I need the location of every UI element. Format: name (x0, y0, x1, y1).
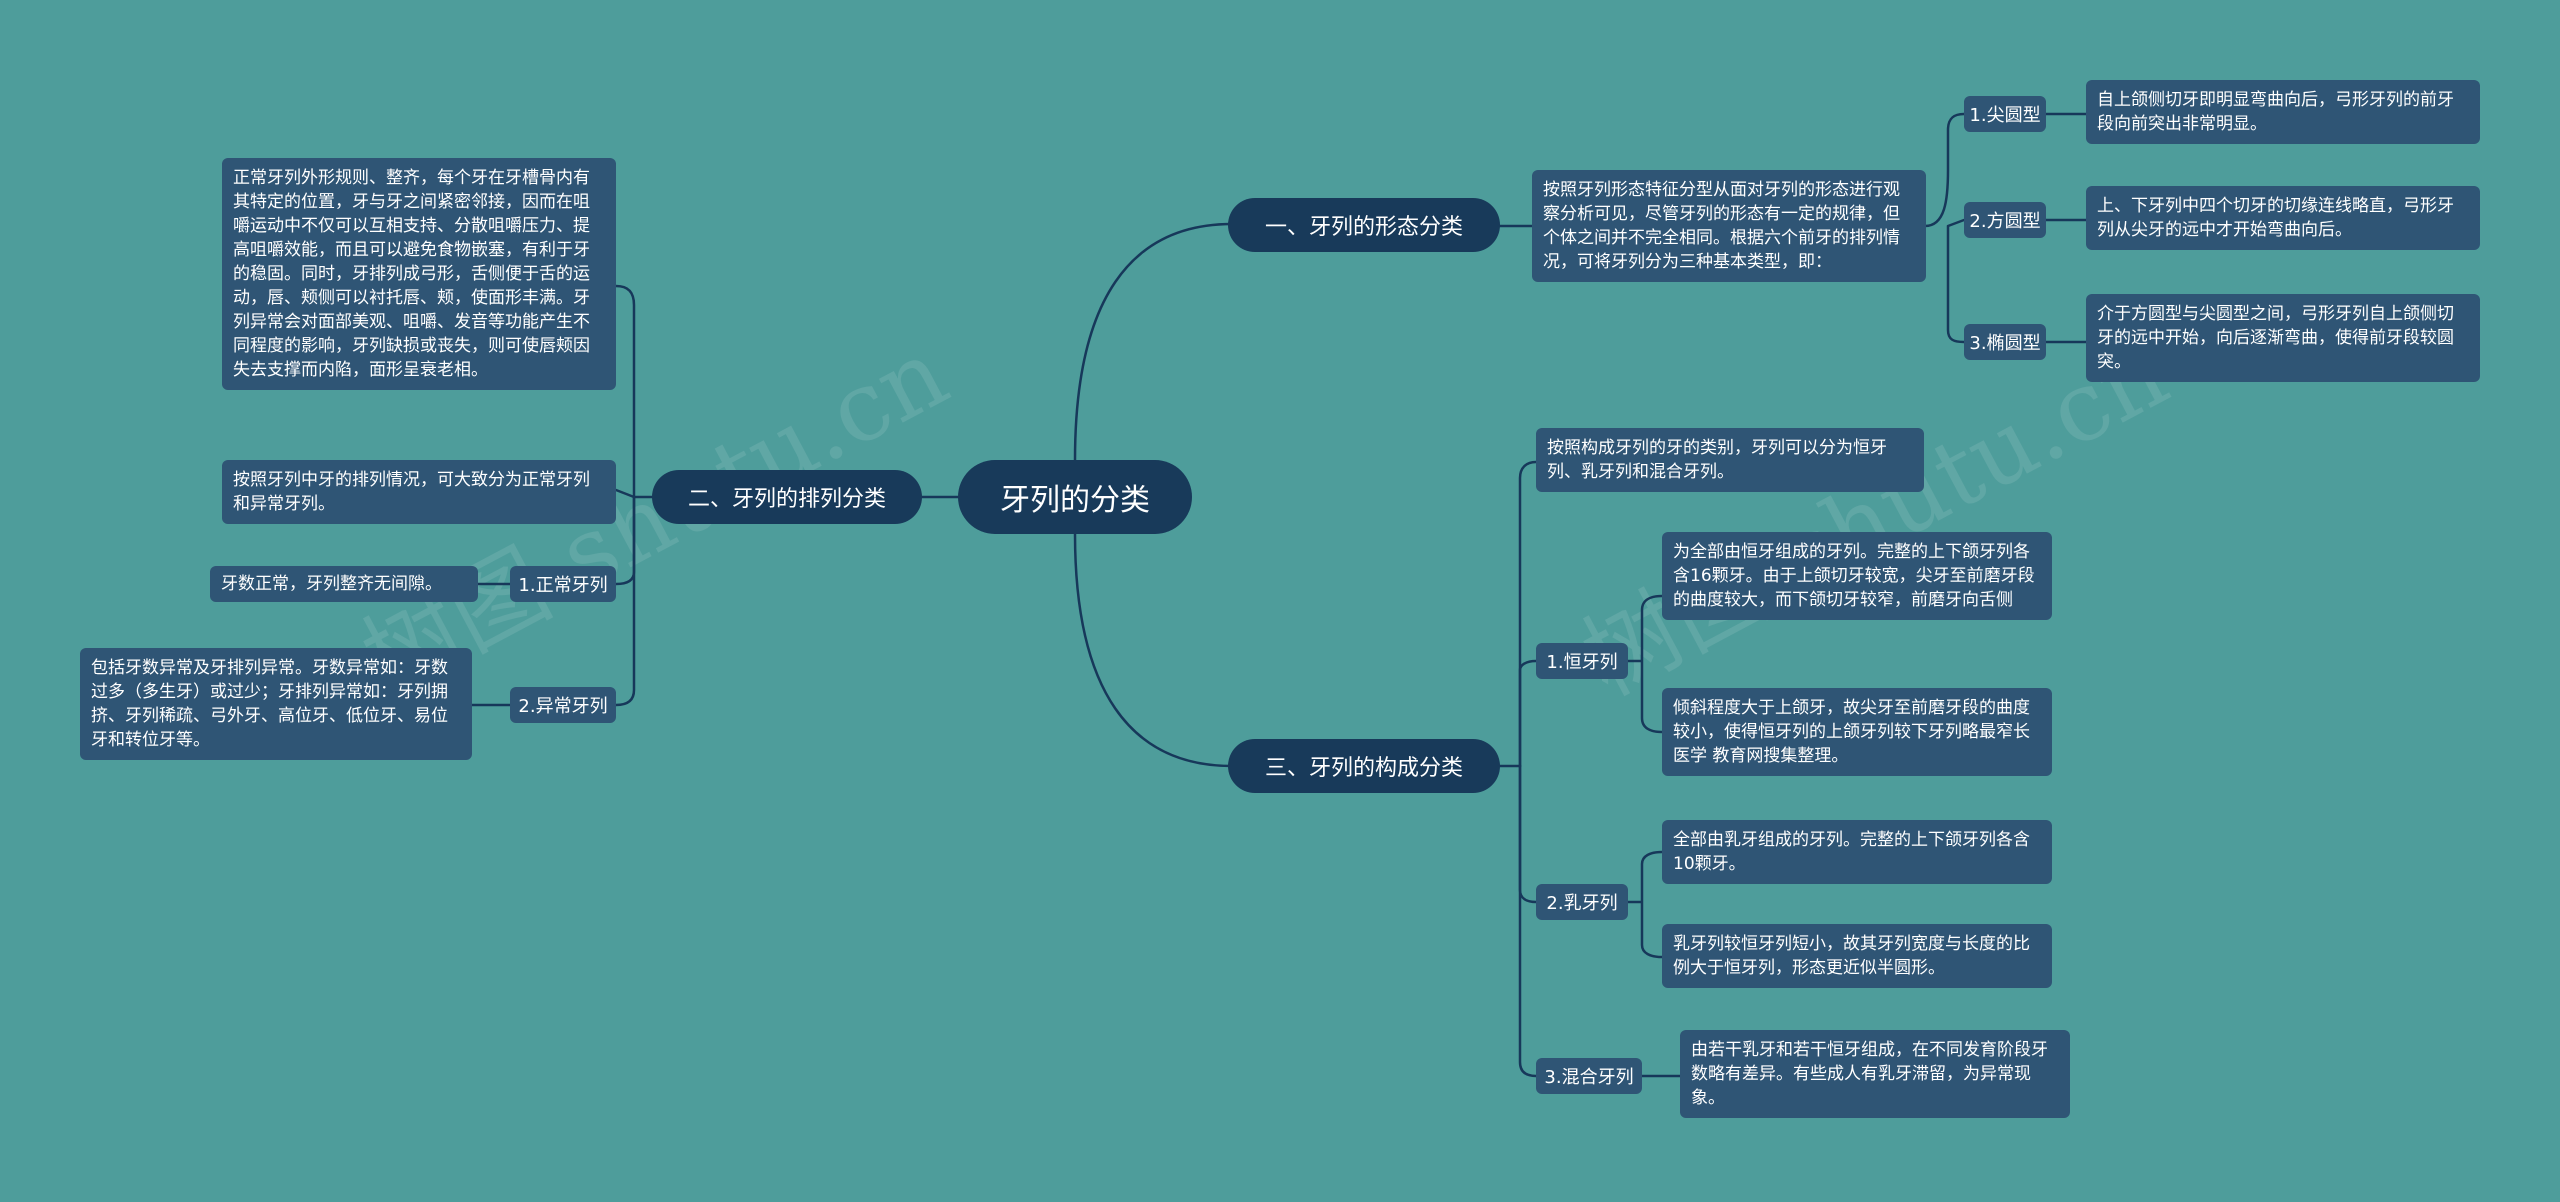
link-root-b1 (1073, 222, 1234, 462)
b2-description-long[interactable]: 正常牙列外形规则、整齐，每个牙在牙槽骨内有其特定的位置，牙与牙之间紧密邻接，因而… (222, 158, 616, 390)
b3-item-deciduous-detail-1[interactable]: 全部由乳牙组成的牙列。完整的上下颌牙列各含10颗牙。 (1662, 820, 2052, 884)
b2-item-abnormal[interactable]: 2.异常牙列 (510, 687, 616, 723)
link-root-b3 (1073, 532, 1234, 768)
b2-item-normal-detail[interactable]: 牙数正常，牙列整齐无间隙。 (210, 566, 478, 602)
branch-morphology[interactable]: 一、牙列的形态分类 (1228, 198, 1500, 252)
link-b3-item3 (1518, 764, 1538, 1078)
link-b2-short (614, 488, 636, 499)
branch-arrangement[interactable]: 二、牙列的排列分类 (652, 470, 922, 524)
b3-description[interactable]: 按照构成牙列的牙的类别，牙列可以分为恒牙列、乳牙列和混合牙列。 (1536, 428, 1924, 492)
b3-item-permanent-detail-2[interactable]: 倾斜程度大于上颌牙，故尖牙至前磨牙段的曲度较小，使得恒牙列的上颌牙列较下牙列略最… (1662, 688, 2052, 776)
root-topic[interactable]: 牙列的分类 (958, 460, 1192, 534)
b1-description[interactable]: 按照牙列形态特征分型从面对牙列的形态进行观察分析可见，尽管牙列的形态有一定的规律… (1532, 170, 1926, 282)
b3-item-deciduous-detail-2[interactable]: 乳牙列较恒牙列短小，故其牙列宽度与长度的比例大于恒牙列，形态更近似半圆形。 (1662, 924, 2052, 988)
b2-description-short[interactable]: 按照牙列中牙的排列情况，可大致分为正常牙列和异常牙列。 (222, 460, 616, 524)
b1-item-3[interactable]: 3.椭圆型 (1964, 324, 2046, 360)
link-b2-item2 (614, 495, 636, 707)
b3-item-deciduous[interactable]: 2.乳牙列 (1536, 884, 1628, 920)
link-b2-long (614, 284, 636, 499)
link-b2-item1 (614, 495, 636, 586)
link-b3-item1 (1518, 659, 1538, 768)
b2-item-abnormal-detail[interactable]: 包括牙数异常及牙排列异常。牙数异常如：牙数过多（多生牙）或过少；牙排列异常如：牙… (80, 648, 472, 760)
b1-item-2-detail[interactable]: 上、下牙列中四个切牙的切缘连线略直，弓形牙列从尖牙的远中才开始弯曲向后。 (2086, 186, 2480, 250)
link-b3-2-details (1626, 850, 1664, 959)
link-b3-desc (1518, 460, 1538, 768)
link-b1-items (1923, 112, 1966, 344)
b3-item-permanent-detail-1[interactable]: 为全部由恒牙组成的牙列。完整的上下颌牙列各含16颗牙。由于上颌切牙较宽，尖牙至前… (1662, 532, 2052, 620)
b1-item-1[interactable]: 1.尖圆型 (1964, 96, 2046, 132)
b1-item-2[interactable]: 2.方圆型 (1964, 202, 2046, 238)
b3-item-mixed-detail[interactable]: 由若干乳牙和若干恒牙组成，在不同发育阶段牙数略有差异。有些成人有乳牙滞留，为异常… (1680, 1030, 2070, 1118)
b1-item-1-detail[interactable]: 自上颌侧切牙即明显弯曲向后，弓形牙列的前牙段向前突出非常明显。 (2086, 80, 2480, 144)
branch-composition[interactable]: 三、牙列的构成分类 (1228, 739, 1500, 793)
link-b3-1-details (1626, 594, 1664, 734)
b3-item-permanent[interactable]: 1.恒牙列 (1536, 643, 1628, 679)
b2-item-normal[interactable]: 1.正常牙列 (510, 566, 616, 602)
link-b3-item2 (1518, 764, 1538, 904)
b3-item-mixed[interactable]: 3.混合牙列 (1536, 1058, 1642, 1094)
b1-item-3-detail[interactable]: 介于方圆型与尖圆型之间，弓形牙列自上颌侧切牙的远中开始，向后逐渐弯曲，使得前牙段… (2086, 294, 2480, 382)
